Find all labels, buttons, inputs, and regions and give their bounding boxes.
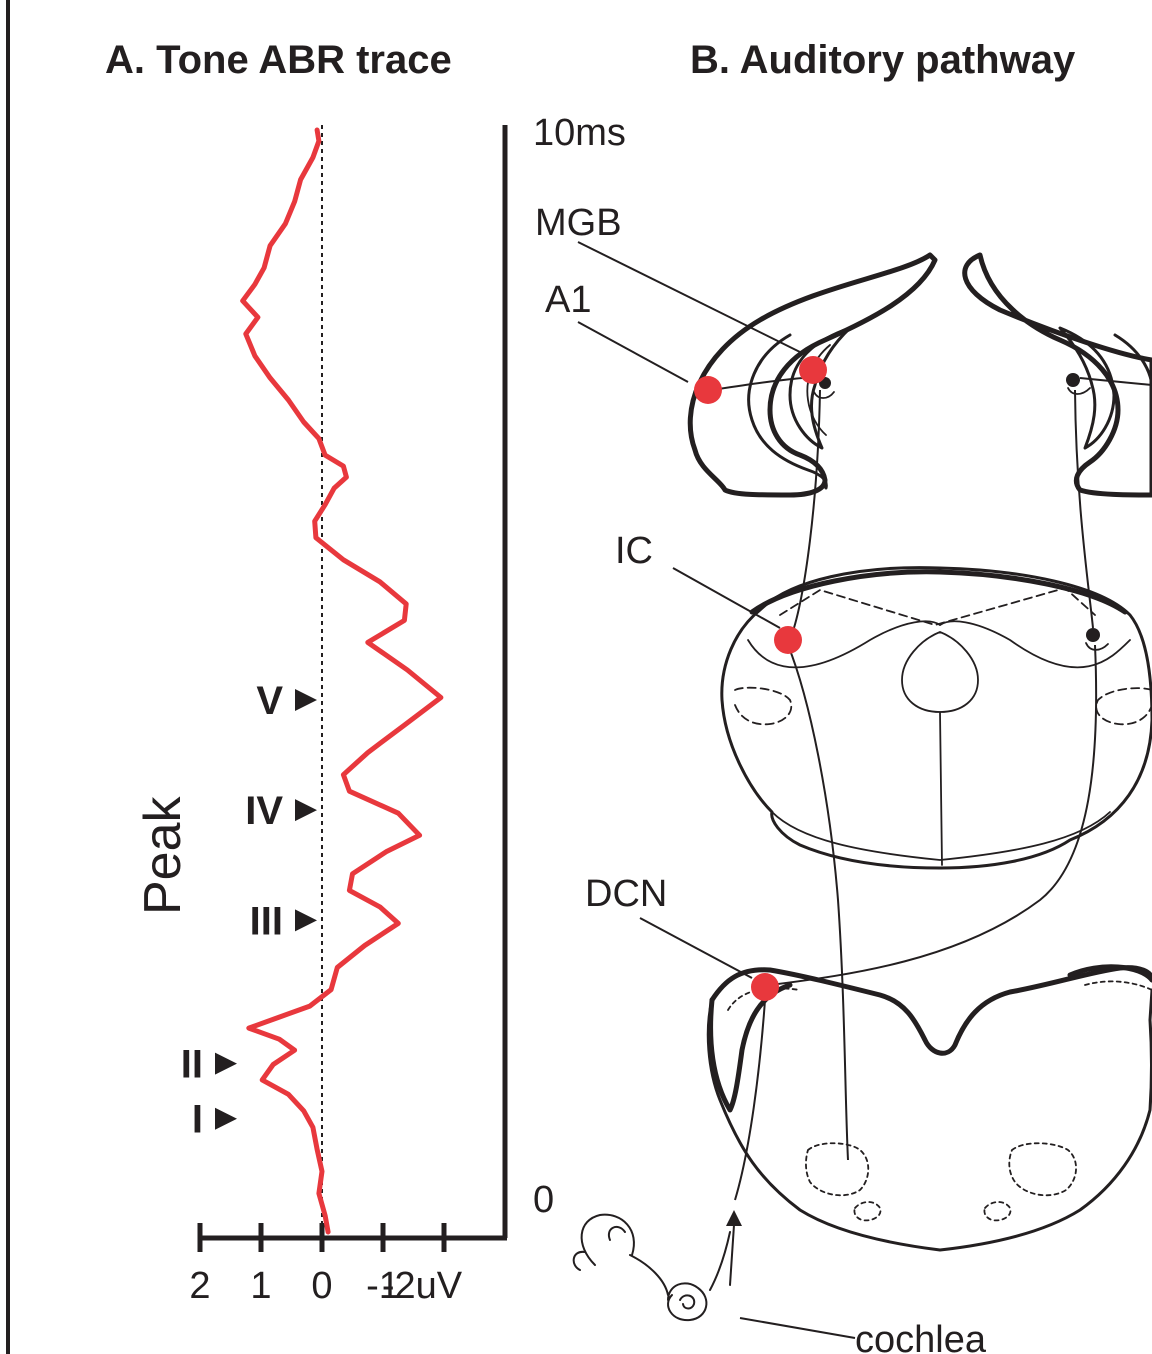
peak-label-i: I — [192, 1098, 203, 1142]
marker-ic — [774, 626, 802, 654]
leader-a1 — [578, 322, 688, 382]
midbrain-dorsal-line — [752, 572, 1125, 612]
dcn-right-dashes — [1085, 981, 1152, 990]
dcn-left-lobe — [711, 985, 790, 1110]
label-cochlea: cochlea — [855, 1319, 987, 1354]
peak-label-iv: IV — [245, 789, 283, 833]
label-mgb: MGB — [535, 202, 622, 244]
lemniscus-left — [735, 688, 791, 725]
panel-b: B. Auditory pathway MGB A1 IC DCN cochle… — [535, 38, 1152, 1354]
leader-ic — [673, 568, 780, 628]
cochlea-semicircular-canal-1 — [582, 1215, 634, 1265]
cochlea-arrow-shaft — [730, 1225, 734, 1285]
right-ic-hook — [1086, 643, 1108, 650]
ic-boundary-dash — [780, 588, 1095, 625]
amplitude-tick-label: 0 — [311, 1265, 332, 1307]
cochlea-spiral-outer — [668, 1283, 706, 1320]
forebrain-section — [690, 255, 1152, 495]
cochlea-arrow-head — [726, 1210, 742, 1226]
hindbrain-outline — [708, 990, 1152, 1250]
right-hemisphere-outline — [965, 255, 1152, 495]
cochlea-icon — [574, 1210, 742, 1320]
amplitude-tick-label: 1 — [250, 1265, 271, 1307]
leader-dcn — [640, 918, 752, 978]
amplitude-tick-label: 2 — [189, 1265, 210, 1307]
aqueduct — [902, 632, 978, 712]
marker-mgb — [799, 356, 827, 384]
right-ic-node — [1086, 628, 1100, 642]
midbrain-midline — [940, 712, 942, 865]
peak-arrow-iv — [295, 799, 317, 821]
olive-right — [984, 1202, 1010, 1220]
fiber-left-descending — [788, 645, 848, 1160]
leader-lines — [578, 242, 855, 1338]
peak-label-v: V — [256, 679, 283, 723]
peak-arrow-i — [215, 1108, 237, 1130]
peak-markers: IIIIIIIVV — [181, 679, 317, 1142]
cochlea-semicircular-canal-3 — [574, 1252, 585, 1270]
time-axis-top-label: 10ms — [533, 112, 626, 154]
amplitude-tick-label: -2uV — [382, 1265, 463, 1307]
time-axis-bottom-label: 0 — [533, 1179, 554, 1221]
cochlea-vestibule — [630, 1255, 668, 1295]
right-mgb-node — [1066, 373, 1080, 387]
ic-lateral-right — [940, 621, 1130, 667]
peak-arrow-iii — [295, 909, 317, 931]
fiber-mgb-a1 — [712, 377, 818, 390]
peak-label-ii: II — [181, 1043, 203, 1087]
axis-title-peak: Peak — [134, 795, 192, 915]
panel-a-title: A. Tone ABR trace — [105, 38, 452, 82]
fiber-dcn-to-right-ic — [770, 645, 1096, 985]
marker-a1 — [694, 376, 722, 404]
olive-left — [854, 1202, 880, 1220]
cochlea-nerve — [710, 1232, 730, 1290]
leader-mgb — [578, 242, 806, 355]
cochlea-semicircular-canal-2 — [609, 1227, 625, 1240]
marker-dcn — [751, 973, 779, 1001]
pyramid-right — [1009, 1143, 1076, 1195]
lemniscus-right — [1096, 688, 1152, 724]
peak-arrow-ii — [215, 1053, 237, 1075]
peak-arrow-v — [295, 689, 317, 711]
leader-cochlea — [740, 1318, 855, 1338]
fiber-cochlea-dcn — [735, 1000, 765, 1200]
pyramid-left — [806, 1143, 868, 1195]
label-a1: A1 — [545, 279, 591, 321]
panel-b-title: B. Auditory pathway — [690, 38, 1076, 82]
label-ic: IC — [615, 530, 653, 572]
cochlea-spiral-inner — [680, 1295, 694, 1308]
label-dcn: DCN — [585, 873, 667, 915]
pathway-fibers — [712, 377, 1152, 1200]
peak-label-iii: III — [250, 899, 283, 943]
recording-sites — [694, 356, 827, 1001]
right-mgb-hook — [1068, 388, 1090, 394]
midbrain-section — [722, 568, 1152, 868]
fourth-ventricle-line — [712, 968, 1152, 1054]
hindbrain-section — [708, 967, 1152, 1250]
left-mgb-hook — [814, 392, 834, 398]
